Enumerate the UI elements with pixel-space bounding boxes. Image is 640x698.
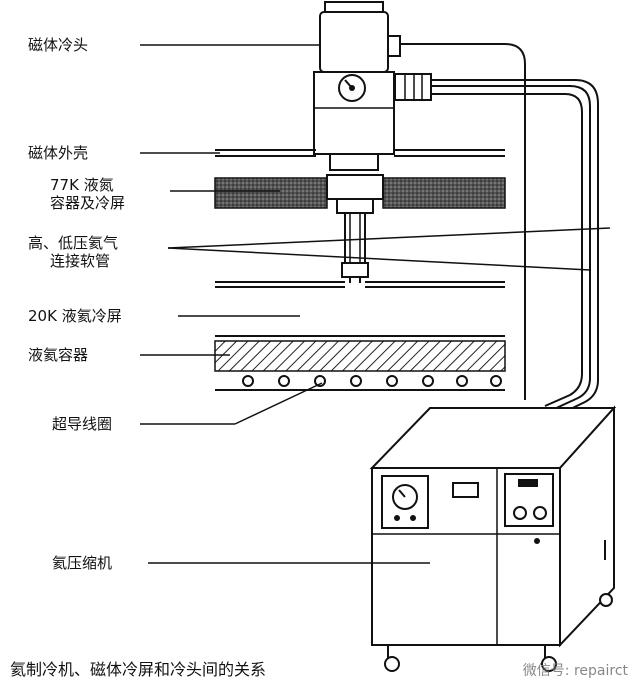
magnet-shell (215, 149, 505, 157)
cold-head (313, 1, 432, 171)
leader-lines (140, 44, 611, 564)
label-compressor: 氦压缩机 (52, 554, 113, 572)
label-cold-head: 磁体冷头 (28, 36, 89, 54)
helium-hoses (400, 43, 599, 415)
lhe-vessel (214, 335, 506, 391)
label-shield-20k: 20K 液氦冷屏 (28, 307, 122, 325)
watermark: 微信号: repairct (522, 663, 628, 679)
label-magnet-shell: 磁体外壳 (28, 144, 89, 162)
label-helium-hoses: 高、低压氦气连接软管 (28, 234, 119, 270)
compressor-unit (369, 405, 617, 672)
superconducting-coil (242, 375, 502, 387)
gauge-icon (392, 484, 418, 521)
label-lhe-vessel: 液氦容器 (28, 346, 89, 364)
cold-finger (336, 198, 374, 283)
label-superconducting-coil: 超导线圈 (52, 415, 113, 433)
gauge-icon (338, 74, 366, 102)
figure-caption: 氦制冷机、磁体冷屏和冷头间的关系 (10, 660, 267, 679)
shield-20k (215, 281, 505, 288)
label-ln2-vessel: 77K 液氮容器及冷屏 (50, 176, 126, 212)
